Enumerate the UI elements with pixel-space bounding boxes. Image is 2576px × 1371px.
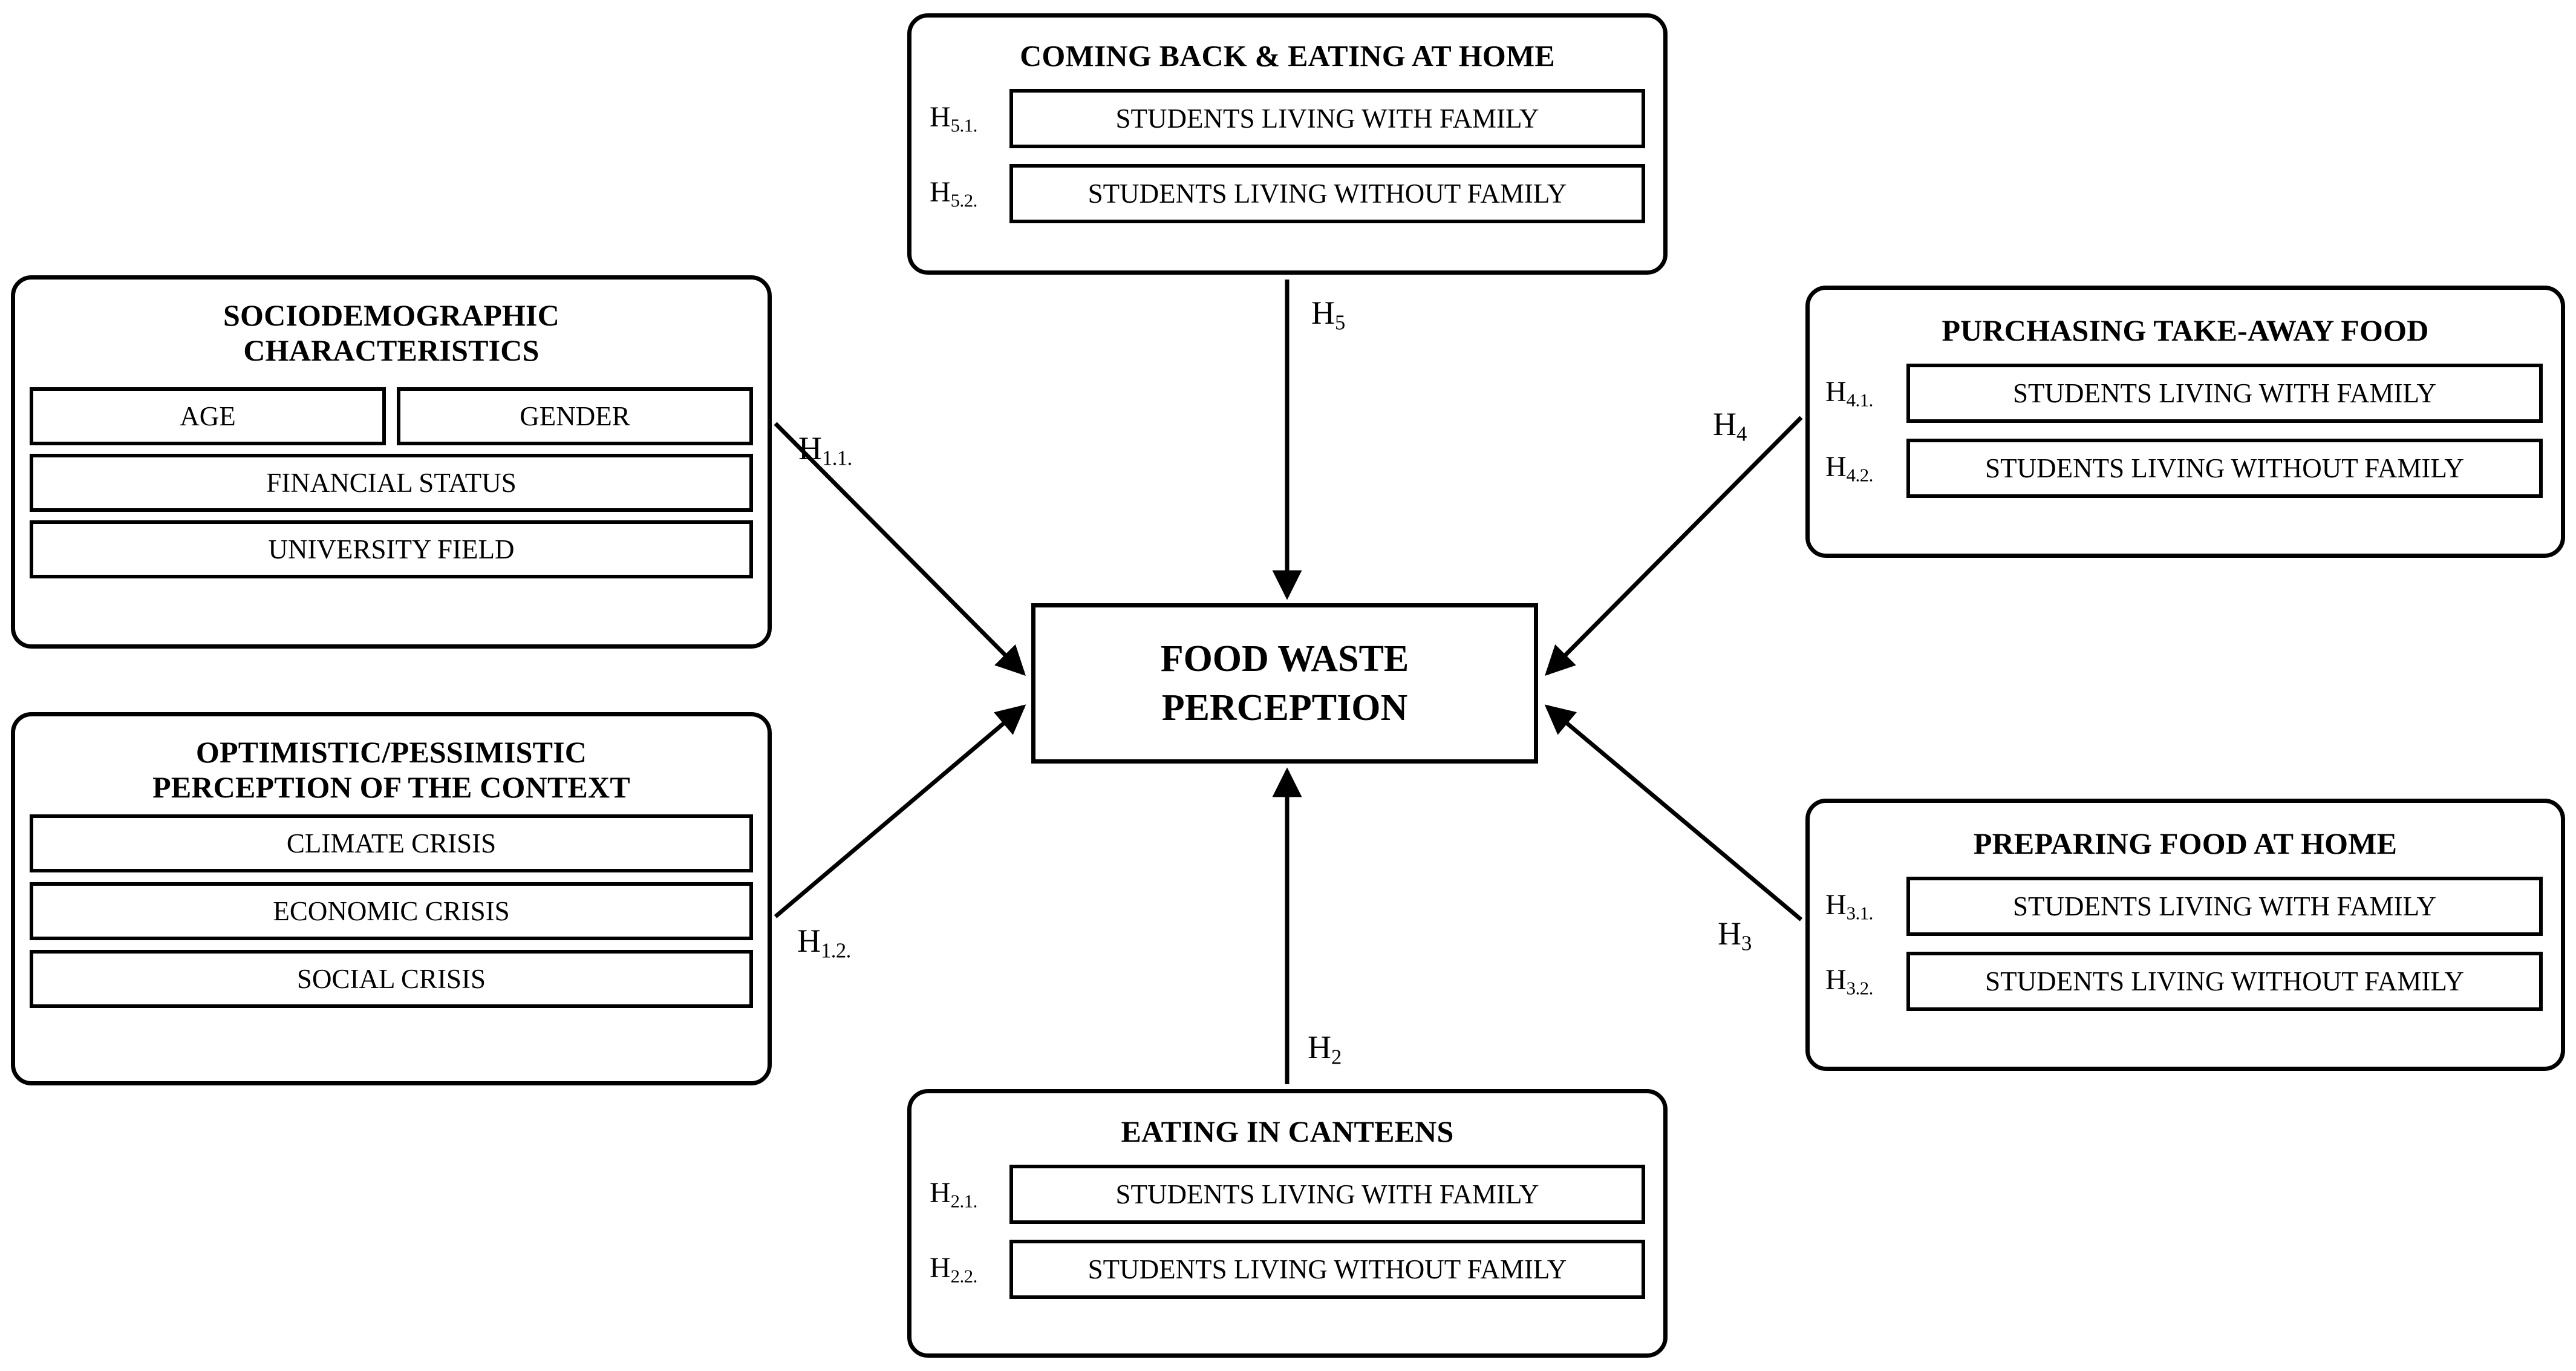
edge-label-h5: H5 — [1311, 295, 1345, 335]
item-students-living-with-family-h4-1[interactable]: STUDENTS LIVING WITH FAMILY — [1906, 364, 2543, 423]
item-age[interactable]: AGE — [30, 387, 386, 445]
group-purchasing-take-away-food: PURCHASING TAKE-AWAY FOOD H4.1. STUDENTS… — [1805, 286, 2565, 558]
item-economic-crisis[interactable]: ECONOMIC CRISIS — [30, 882, 753, 940]
hypothesis-row-h4-1: H4.1. STUDENTS LIVING WITH FAMILY — [1825, 364, 2543, 423]
arrow-h3 — [1544, 704, 1803, 921]
hypothesis-row-h5-1: H5.1. STUDENTS LIVING WITH FAMILY — [930, 89, 1645, 148]
item-university-field[interactable]: UNIVERSITY FIELD — [30, 520, 753, 578]
edge-label-h2: H2 — [1308, 1029, 1342, 1069]
group-optimistic-pessimistic-perception: OPTIMISTIC/PESSIMISTIC PERCEPTION OF THE… — [11, 712, 772, 1085]
group-title-purchasing-take-away: PURCHASING TAKE-AWAY FOOD — [1942, 313, 2429, 347]
arrow-h1-2 — [774, 704, 1026, 918]
hypothesis-label-h3-1: H3.1. — [1825, 889, 1873, 924]
row-university-field: UNIVERSITY FIELD — [30, 520, 753, 578]
edge-label-h1-1: H1.1. — [798, 430, 852, 470]
item-students-living-without-family-h4-2[interactable]: STUDENTS LIVING WITHOUT FAMILY — [1906, 439, 2543, 498]
item-students-living-without-family-h3-2[interactable]: STUDENTS LIVING WITHOUT FAMILY — [1906, 952, 2543, 1011]
row-climate-crisis: CLIMATE CRISIS — [30, 814, 753, 872]
group-eating-in-canteens: EATING IN CANTEENS H2.1. STUDENTS LIVING… — [907, 1089, 1668, 1358]
item-students-living-with-family-h5-1[interactable]: STUDENTS LIVING WITH FAMILY — [1009, 89, 1645, 148]
hypothesis-label-h5-2: H5.2. — [930, 176, 977, 211]
center-node-food-waste-perception[interactable]: FOOD WASTE PERCEPTION — [1031, 603, 1538, 764]
item-students-living-with-family-h2-1[interactable]: STUDENTS LIVING WITH FAMILY — [1009, 1165, 1645, 1224]
group-title-optimistic-pessimistic: OPTIMISTIC/PESSIMISTIC PERCEPTION OF THE… — [152, 735, 630, 804]
group-title-eating-in-canteens: EATING IN CANTEENS — [1121, 1114, 1454, 1148]
hypothesis-label-h2-2: H2.2. — [930, 1252, 977, 1287]
item-students-living-with-family-h3-1[interactable]: STUDENTS LIVING WITH FAMILY — [1906, 877, 2543, 936]
row-age-gender: AGE GENDER — [30, 387, 753, 445]
hypothesis-label-h2-1: H2.1. — [930, 1177, 977, 1212]
item-climate-crisis[interactable]: CLIMATE CRISIS — [30, 814, 753, 872]
group-title-coming-back: COMING BACK & EATING AT HOME — [1020, 39, 1555, 73]
group-preparing-food-at-home: PREPARING FOOD AT HOME H3.1. STUDENTS LI… — [1805, 799, 2565, 1071]
edge-label-h4: H4 — [1713, 406, 1747, 446]
hypothesis-row-h2-2: H2.2. STUDENTS LIVING WITHOUT FAMILY — [930, 1240, 1645, 1299]
hypothesis-row-h4-2: H4.2. STUDENTS LIVING WITHOUT FAMILY — [1825, 439, 2543, 498]
hypothesis-row-h5-2: H5.2. STUDENTS LIVING WITHOUT FAMILY — [930, 164, 1645, 223]
item-gender[interactable]: GENDER — [397, 387, 753, 445]
hypothesis-row-h3-2: H3.2. STUDENTS LIVING WITHOUT FAMILY — [1825, 952, 2543, 1011]
row-economic-crisis: ECONOMIC CRISIS — [30, 882, 753, 940]
hypothesis-label-h4-2: H4.2. — [1825, 451, 1873, 486]
item-students-living-without-family-h5-2[interactable]: STUDENTS LIVING WITHOUT FAMILY — [1009, 164, 1645, 223]
group-sociodemographic-characteristics: SOCIODEMOGRAPHIC CHARACTERISTICS AGE GEN… — [11, 275, 772, 649]
item-social-crisis[interactable]: SOCIAL CRISIS — [30, 950, 753, 1008]
edge-label-h1-2: H1.2. — [797, 923, 851, 963]
item-students-living-without-family-h2-2[interactable]: STUDENTS LIVING WITHOUT FAMILY — [1009, 1240, 1645, 1299]
center-node-label: FOOD WASTE PERCEPTION — [1160, 638, 1409, 728]
group-title-sociodemographic: SOCIODEMOGRAPHIC CHARACTERISTICS — [223, 298, 559, 367]
group-coming-back-eating-at-home: COMING BACK & EATING AT HOME H5.1. STUDE… — [907, 13, 1668, 275]
hypothesis-label-h4-1: H4.1. — [1825, 376, 1873, 411]
row-financial-status: FINANCIAL STATUS — [30, 454, 753, 512]
item-financial-status[interactable]: FINANCIAL STATUS — [30, 454, 753, 512]
arrow-h1-1 — [774, 422, 1026, 676]
hypothesis-label-h5-1: H5.1. — [930, 101, 977, 136]
hypothesis-row-h3-1: H3.1. STUDENTS LIVING WITH FAMILY — [1825, 877, 2543, 936]
hypothesis-label-h3-2: H3.2. — [1825, 964, 1873, 999]
row-social-crisis: SOCIAL CRISIS — [30, 950, 753, 1008]
arrow-h4 — [1545, 416, 1803, 676]
hypothesis-row-h2-1: H2.1. STUDENTS LIVING WITH FAMILY — [930, 1165, 1645, 1224]
group-title-preparing-food: PREPARING FOOD AT HOME — [1973, 826, 2398, 860]
edge-label-h3: H3 — [1718, 915, 1752, 955]
